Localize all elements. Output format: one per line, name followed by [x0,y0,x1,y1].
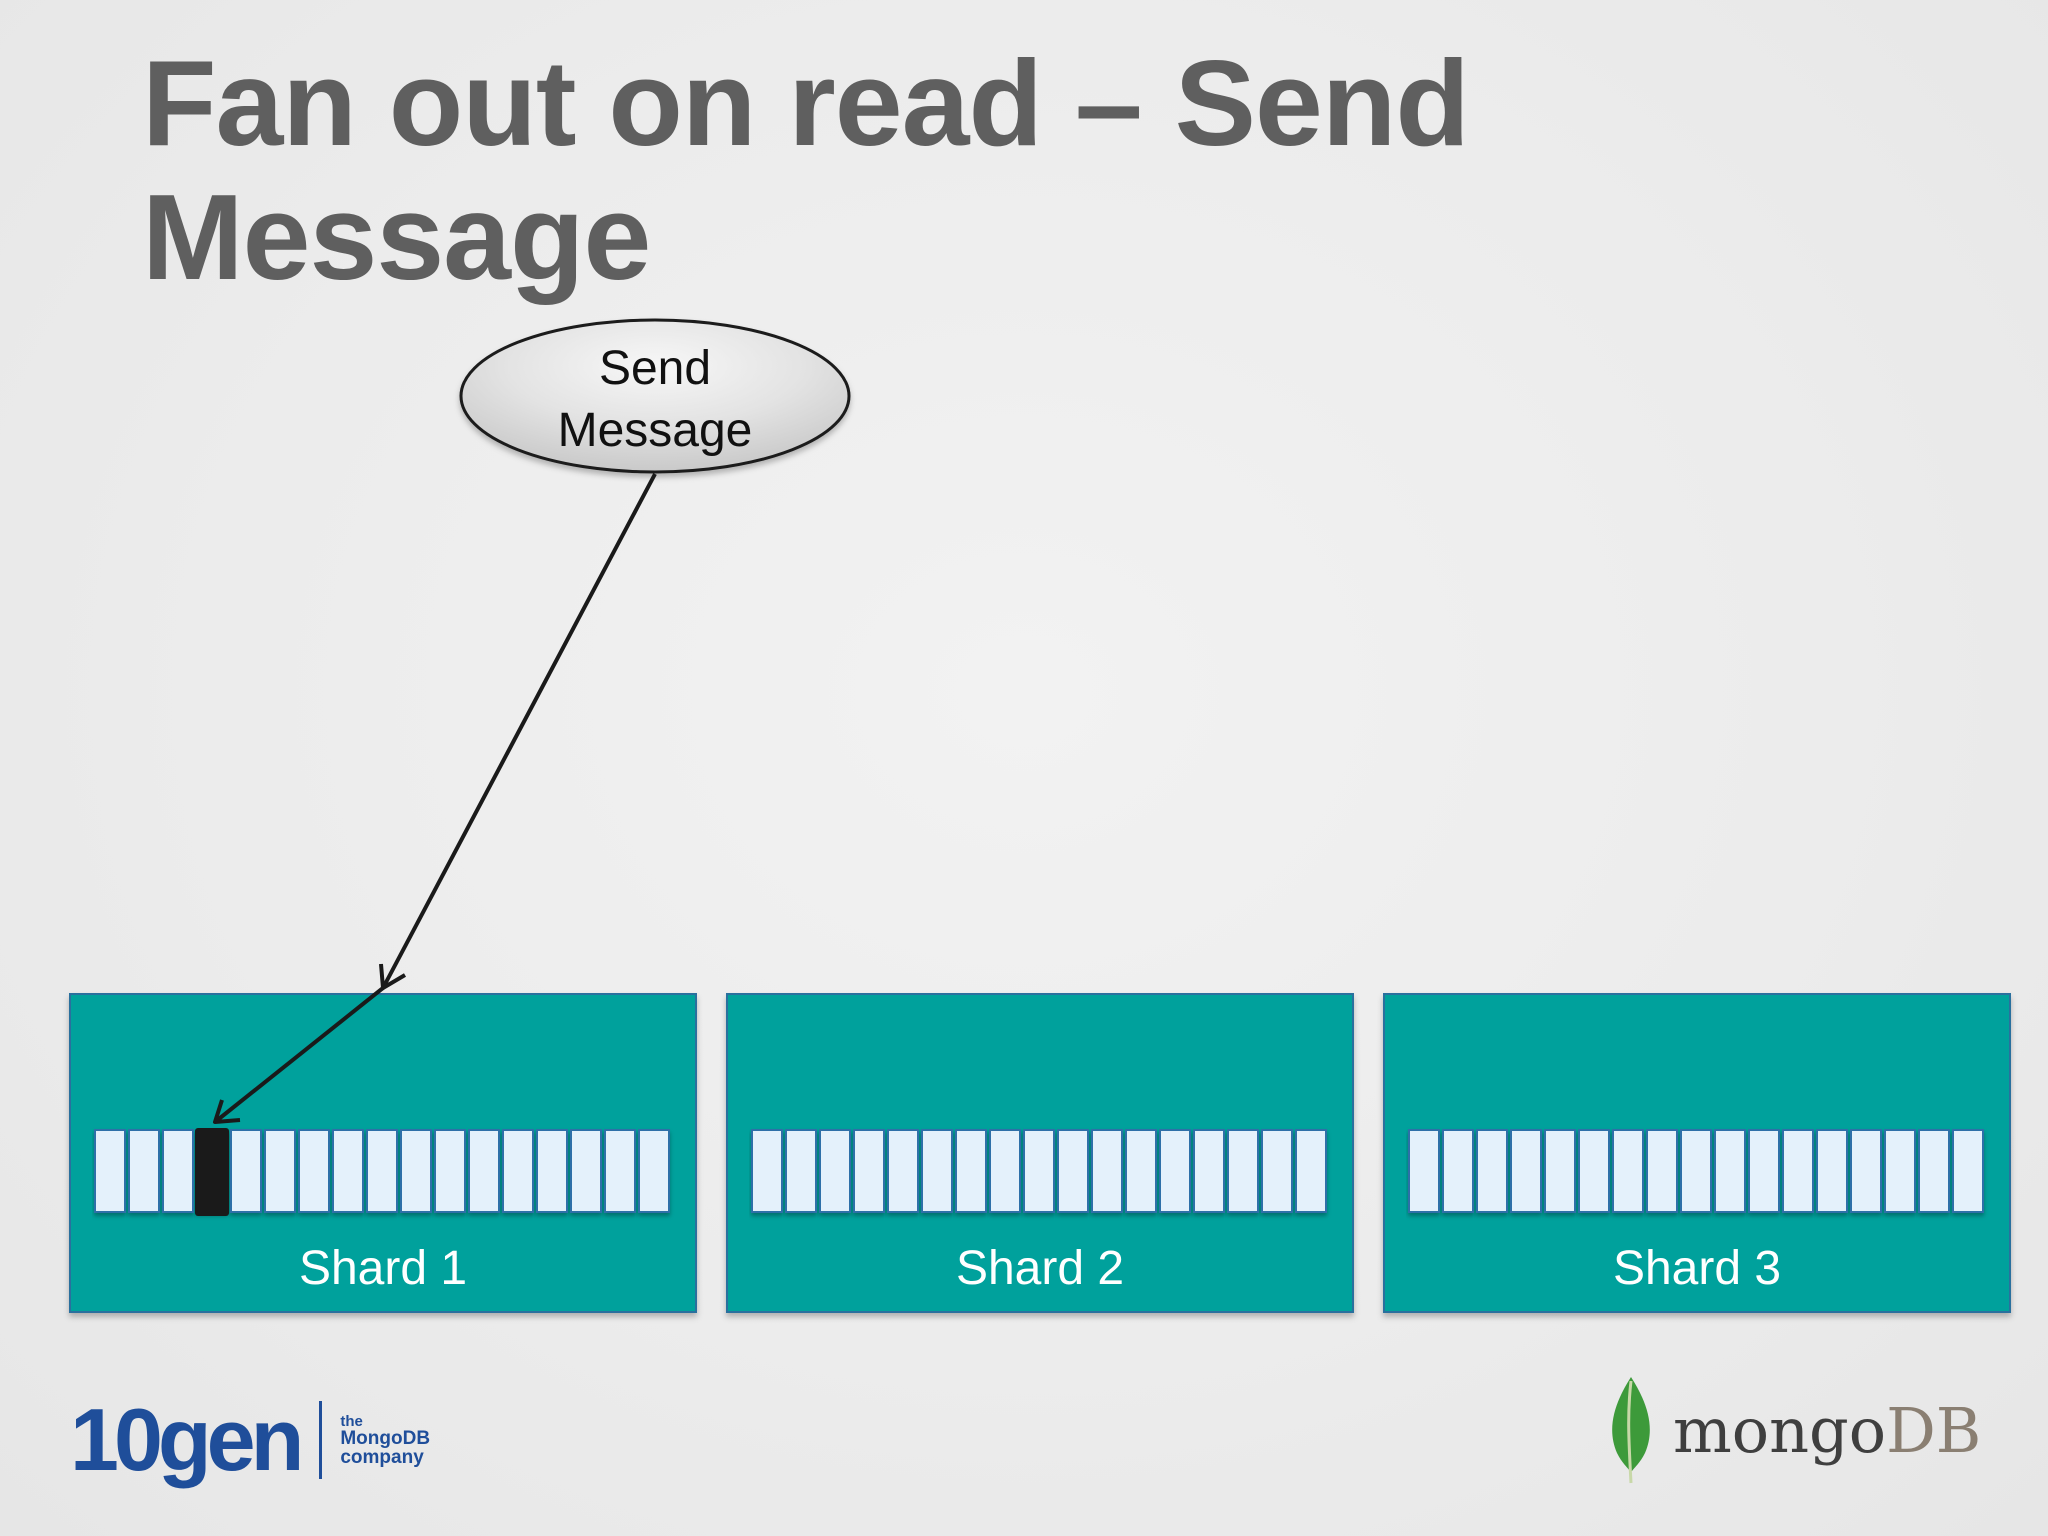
send-message-label-line-2: Message [558,404,753,457]
shard-slot [1023,1129,1055,1213]
shard-slot [1091,1129,1123,1213]
shard-slot [332,1129,364,1213]
shard-slot [230,1129,262,1213]
shard-3: Shard 3 [1383,993,2011,1313]
mongodb-wordmark: mongoDB [1673,1394,1981,1467]
mongodb-logo: mongoDB [1605,1375,1981,1485]
shard-slot [1227,1129,1259,1213]
shard-slot [1442,1129,1474,1213]
shard-slot [1261,1129,1293,1213]
shard-slot [1476,1129,1508,1213]
slide-title-line-2: Message [142,169,651,305]
send-message-node: Send Message [459,318,851,474]
shard-label: Shard 1 [299,1242,467,1295]
logo-divider [319,1401,323,1479]
shard-slot [1612,1129,1644,1213]
shard-slot [94,1129,126,1213]
shard-slot [1159,1129,1191,1213]
shard-label: Shard 3 [1613,1242,1781,1295]
shard-slot [1952,1129,1984,1213]
arrow-segment-to-slot [213,986,385,1124]
shard-1: Shard 1 [69,993,697,1313]
shard-slot [1408,1129,1440,1213]
shard-slot [785,1129,817,1213]
shard-slot [989,1129,1021,1213]
shard-slot [162,1129,194,1213]
shard-slot [502,1129,534,1213]
arrow-head-2 [213,1099,241,1124]
shard-slot [1295,1129,1327,1213]
shard-slot [955,1129,987,1213]
send-message-ellipse [459,318,851,474]
10gen-brand-text: 10gen [70,1390,304,1489]
slide-title: Fan out on read – Send Message [142,36,1842,304]
shard-slot [751,1129,783,1213]
shard-slot [1646,1129,1678,1213]
shard-slot [604,1129,636,1213]
shard-label: Shard 2 [956,1242,1124,1295]
shard-slot [1680,1129,1712,1213]
send-message-label-line-1: Send [599,342,711,395]
shard-slot [128,1129,160,1213]
10gen-tagline: the MongoDB company [340,1414,430,1467]
tagline-company: company [340,1446,424,1468]
shard-slot [1714,1129,1746,1213]
shard-slot [1578,1129,1610,1213]
shard-slot [1125,1129,1157,1213]
mongodb-leaf-icon [1612,1377,1650,1484]
shards-group: Shard 1 Shard 2 Shard 3 [69,993,2011,1313]
highlighted-message-slot [195,1128,229,1216]
shard-slot [264,1129,296,1213]
shard-2: Shard 2 [726,993,1354,1313]
slide-title-line-1: Fan out on read – Send [142,35,1470,171]
shard-slot [1748,1129,1780,1213]
shard-slot [887,1129,919,1213]
message-arrow [213,473,657,1124]
shard-slot [366,1129,398,1213]
10gen-logo: 10gen the MongoDB company [70,1385,430,1495]
shard-slot [1057,1129,1089,1213]
shard-slot [536,1129,568,1213]
shard-slot [468,1129,500,1213]
shard-slot [400,1129,432,1213]
shard-slot [570,1129,602,1213]
shard-slot [1816,1129,1848,1213]
shard-slot [853,1129,885,1213]
tagline-mongodb: MongoDB [340,1427,431,1449]
shard-slot [921,1129,953,1213]
shard-slot [298,1129,330,1213]
mongodb-wordmark-suffix: DB [1886,1393,1982,1467]
shard-slot [1782,1129,1814,1213]
shard-slot [1510,1129,1542,1213]
shard-slot [1850,1129,1882,1213]
shard-slot [638,1129,670,1213]
shard-slot [1193,1129,1225,1213]
arrow-segment-to-shard [381,473,657,989]
shard-slot [1918,1129,1950,1213]
shard-slot [434,1129,466,1213]
shard-slot [1884,1129,1916,1213]
mongodb-wordmark-main: mongo [1673,1393,1887,1467]
tagline-the: the [340,1412,363,1430]
shard-slot [819,1129,851,1213]
shard-slot [1544,1129,1576,1213]
